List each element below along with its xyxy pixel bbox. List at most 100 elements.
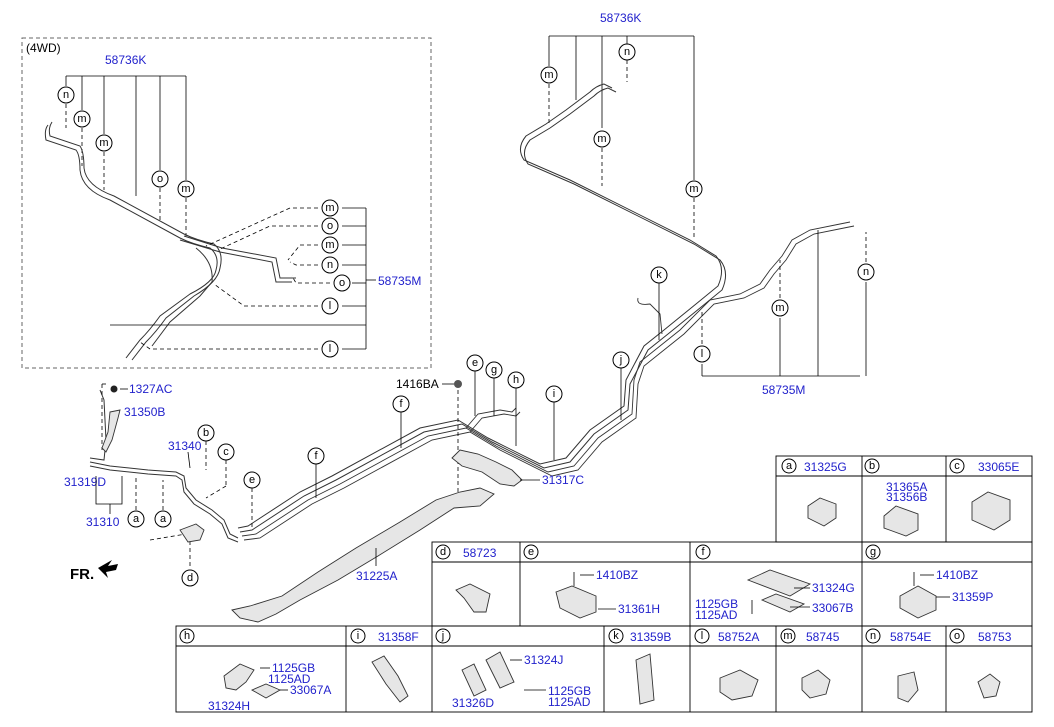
callout-m: m	[593, 130, 611, 148]
callout-i: i	[545, 385, 563, 403]
svg-text:m: m	[99, 137, 108, 149]
legend-header-i: i 31358F	[350, 628, 419, 644]
inset-title: (4WD)	[26, 41, 61, 55]
svg-text:f: f	[399, 398, 403, 410]
svg-text:31324J: 31324J	[524, 653, 563, 667]
label-58735M-main: 58735M	[762, 383, 805, 397]
svg-text:m: m	[77, 113, 86, 125]
legend-header-n: n 58754E	[865, 628, 931, 644]
callout-m: m	[321, 199, 339, 217]
svg-text:1125AD: 1125AD	[548, 695, 591, 709]
callout-m: m	[540, 66, 558, 84]
right-leader-tree	[701, 230, 867, 377]
label-31225A: 31225A	[356, 569, 397, 583]
svg-text:c: c	[223, 446, 229, 458]
label-fr: FR.	[70, 566, 94, 583]
callout-c: c	[217, 443, 235, 461]
legend-header-o: o 58753	[949, 628, 1012, 644]
svg-text:58723: 58723	[463, 546, 497, 560]
svg-text:33065E: 33065E	[978, 460, 1019, 474]
callout-e: e	[243, 471, 261, 489]
legend-header-a: a 31325G	[781, 458, 847, 474]
svg-text:j: j	[619, 354, 622, 366]
callout-l: l	[693, 345, 711, 363]
callout-e: e	[466, 354, 484, 372]
svg-text:31356B: 31356B	[886, 490, 927, 504]
svg-text:n: n	[63, 89, 69, 101]
callout-g: g	[485, 361, 503, 379]
svg-text:o: o	[339, 277, 345, 289]
svg-text:58745: 58745	[806, 630, 840, 644]
svg-text:31325G: 31325G	[804, 460, 847, 474]
svg-text:g: g	[491, 364, 497, 376]
svg-text:1410BZ: 1410BZ	[596, 568, 638, 582]
inset-4wd-frame	[21, 37, 432, 369]
label-58735M-inset: 58735M	[378, 274, 421, 288]
callout-n: n	[618, 43, 636, 61]
svg-text:d: d	[440, 546, 446, 558]
callout-h: h	[507, 371, 525, 389]
svg-text:f: f	[701, 546, 705, 558]
svg-text:31365A: 31365A	[886, 480, 927, 494]
svg-text:31326D: 31326D	[452, 696, 494, 710]
legend-header-l: l 58752A	[694, 628, 759, 644]
legend-header-e: e 1410BZ 31361H	[523, 544, 660, 616]
callout-l: l	[321, 340, 339, 358]
callout-k: k	[650, 266, 668, 284]
svg-text:31359P: 31359P	[952, 590, 993, 604]
leader-31340	[187, 451, 191, 469]
svg-text:1125AD: 1125AD	[268, 672, 311, 686]
callout-b: b	[197, 424, 215, 442]
svg-text:33067B: 33067B	[812, 601, 853, 615]
protector-31225A	[231, 487, 495, 623]
svg-text:b: b	[203, 427, 209, 439]
clip-d-on-assembly	[179, 523, 205, 543]
svg-text:e: e	[249, 474, 255, 486]
legend-part-sketches	[223, 491, 1011, 705]
svg-text:a: a	[160, 513, 167, 525]
label-1327AC: 1327AC	[129, 382, 173, 396]
label-31340: 31340	[168, 439, 202, 453]
svg-text:o: o	[157, 173, 163, 185]
svg-text:i: i	[357, 630, 359, 642]
legend-header-k: k 31359B	[608, 628, 671, 644]
callout-a: a	[154, 510, 172, 528]
svg-text:m: m	[775, 302, 784, 314]
legend-header-g: g 1410BZ 31359P	[865, 544, 993, 604]
legend-grid-lines	[175, 455, 1033, 713]
svg-text:i: i	[553, 388, 555, 400]
front-arrow-icon	[98, 560, 118, 578]
svg-text:a: a	[133, 513, 140, 525]
callout-n: n	[857, 263, 875, 281]
legend-header-c: c 33065E	[949, 458, 1019, 474]
inset-fuel-lines	[44, 121, 296, 361]
label-31310: 31310	[86, 515, 120, 529]
svg-text:n: n	[327, 259, 333, 271]
svg-text:m: m	[325, 239, 334, 251]
svg-text:f: f	[314, 450, 318, 462]
label-1416BA: 1416BA	[396, 377, 439, 391]
svg-text:m: m	[783, 630, 792, 642]
legend-header-m: m 58745	[780, 628, 840, 644]
svg-text:1125AD: 1125AD	[695, 608, 738, 622]
callout-o: o	[321, 217, 339, 235]
callout-j: j	[612, 351, 630, 369]
svg-text:d: d	[187, 572, 193, 584]
svg-text:m: m	[181, 183, 190, 195]
callout-m: m	[95, 134, 113, 152]
svg-text:n: n	[863, 266, 869, 278]
svg-text:n: n	[624, 46, 630, 58]
nut-1416BA	[454, 380, 462, 388]
svg-text:31359B: 31359B	[630, 630, 671, 644]
callout-m: m	[685, 180, 703, 198]
bolt-1327AC	[101, 383, 128, 450]
svg-text:a: a	[786, 460, 793, 472]
svg-text:b: b	[869, 460, 875, 472]
callout-l: l	[321, 297, 339, 315]
callout-f: f	[307, 447, 325, 465]
svg-text:m: m	[544, 69, 553, 81]
svg-text:1125GB: 1125GB	[548, 684, 591, 698]
svg-text:31361H: 31361H	[618, 602, 660, 616]
svg-text:l: l	[701, 630, 703, 642]
